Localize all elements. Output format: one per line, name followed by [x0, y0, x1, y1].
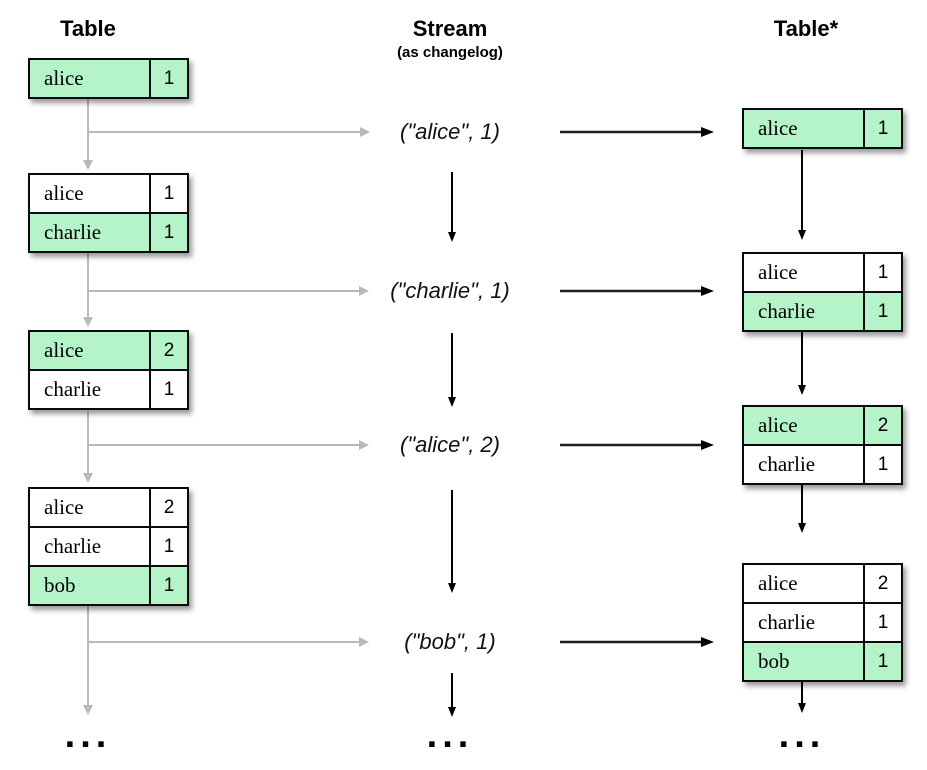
row-value: 1: [149, 175, 187, 212]
row-key: alice: [758, 116, 798, 140]
ellipsis-middle: ...: [426, 714, 474, 756]
row-value: 1: [149, 371, 187, 408]
table-row: charlie 1: [744, 444, 901, 483]
row-key: charlie: [758, 452, 816, 476]
table-row: alice 2: [744, 407, 901, 444]
table-row: charlie 1: [30, 212, 187, 251]
table-row: alice 1: [30, 175, 187, 212]
table-row: bob 1: [744, 641, 901, 680]
row-key: alice: [758, 413, 798, 437]
left-table-state-2: alice 1 charlie 1: [28, 173, 189, 253]
row-key: alice: [758, 260, 798, 284]
column-subtitle-changelog: (as changelog): [397, 44, 503, 61]
row-value: 1: [863, 604, 901, 641]
row-key: bob: [758, 649, 790, 673]
row-value: 1: [149, 60, 187, 97]
row-value: 1: [863, 446, 901, 483]
left-table-state-1: alice 1: [28, 58, 189, 99]
stream-event-4: ("bob", 1): [404, 629, 496, 654]
table-row: bob 1: [30, 565, 187, 604]
table-row: charlie 1: [30, 526, 187, 565]
row-key: alice: [758, 571, 798, 595]
row-value: 1: [863, 643, 901, 680]
table-row: alice 2: [30, 489, 187, 526]
row-key: alice: [44, 495, 84, 519]
right-table-state-2: alice 1 charlie 1: [742, 252, 903, 332]
right-table-state-4: alice 2 charlie 1 bob 1: [742, 563, 903, 682]
stream-event-1: ("alice", 1): [400, 119, 500, 144]
table-row: charlie 1: [30, 369, 187, 408]
right-table-state-3: alice 2 charlie 1: [742, 405, 903, 485]
ellipsis-right: ...: [778, 714, 826, 756]
column-title-stream: Stream: [412, 16, 488, 41]
row-value: 2: [863, 407, 901, 444]
row-value: 1: [149, 214, 187, 251]
left-table-state-4: alice 2 charlie 1 bob 1: [28, 487, 189, 606]
row-value: 2: [149, 332, 187, 369]
row-key: charlie: [44, 534, 102, 558]
row-key: alice: [44, 66, 84, 90]
table-row: alice 1: [744, 110, 901, 147]
table-row: charlie 1: [744, 291, 901, 330]
row-value: 1: [863, 293, 901, 330]
ellipsis-left: ...: [64, 714, 112, 756]
row-value: 1: [863, 254, 901, 291]
row-key: charlie: [758, 610, 816, 634]
row-key: charlie: [44, 377, 102, 401]
table-row: charlie 1: [744, 602, 901, 641]
row-value: 2: [863, 565, 901, 602]
row-value: 1: [863, 110, 901, 147]
table-row: alice 1: [744, 254, 901, 291]
row-value: 1: [149, 567, 187, 604]
row-key: charlie: [44, 220, 102, 244]
row-key: bob: [44, 573, 76, 597]
row-key: alice: [44, 181, 84, 205]
row-key: charlie: [758, 299, 816, 323]
stream-event-2: ("charlie", 1): [390, 278, 510, 303]
column-title-table: Table: [60, 16, 116, 41]
table-row: alice 2: [30, 332, 187, 369]
column-title-table-star: Table*: [773, 16, 839, 41]
row-key: alice: [44, 338, 84, 362]
row-value: 2: [149, 489, 187, 526]
left-table-state-3: alice 2 charlie 1: [28, 330, 189, 410]
stream-event-3: ("alice", 2): [400, 432, 500, 457]
row-value: 1: [149, 528, 187, 565]
table-row: alice 2: [744, 565, 901, 602]
table-row: alice 1: [30, 60, 187, 97]
right-table-state-1: alice 1: [742, 108, 903, 149]
